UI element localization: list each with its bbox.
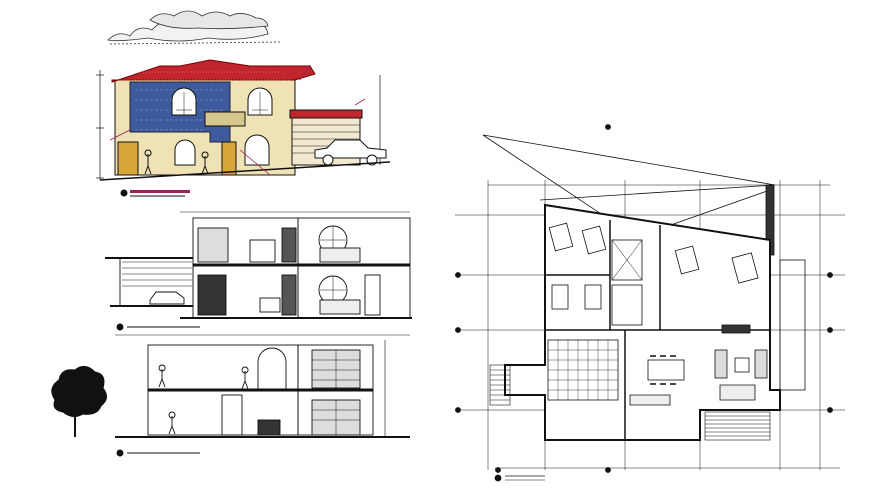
front-elevation [96, 10, 391, 197]
annex-roof [289, 109, 363, 119]
clouds [107, 10, 281, 45]
annotation-leaders [109, 64, 366, 176]
plan-title [494, 474, 545, 482]
annex-siding [292, 124, 360, 154]
human-figure [168, 411, 176, 435]
cross-section [115, 323, 410, 457]
ground-floor-plan [455, 124, 845, 482]
elevation-title [120, 189, 190, 197]
dining-table [647, 359, 685, 381]
roof-tile-lines [120, 71, 290, 81]
human-figure [241, 366, 249, 390]
arched-windows [171, 87, 273, 166]
longitudinal-section [105, 211, 412, 319]
car [314, 139, 387, 166]
side-door [221, 141, 237, 176]
stairs [489, 364, 771, 441]
beds [548, 222, 759, 310]
sofa [754, 349, 768, 379]
section-title [116, 323, 200, 331]
section-b-title [116, 449, 200, 457]
sofa [714, 349, 728, 379]
tree [51, 366, 107, 437]
axis-bubbles [455, 124, 833, 473]
roof-tiles [111, 59, 316, 83]
human-figure [158, 364, 166, 388]
balcony [204, 111, 246, 127]
ground-line [99, 161, 391, 181]
human-figure [144, 149, 152, 175]
front-door [117, 141, 139, 176]
